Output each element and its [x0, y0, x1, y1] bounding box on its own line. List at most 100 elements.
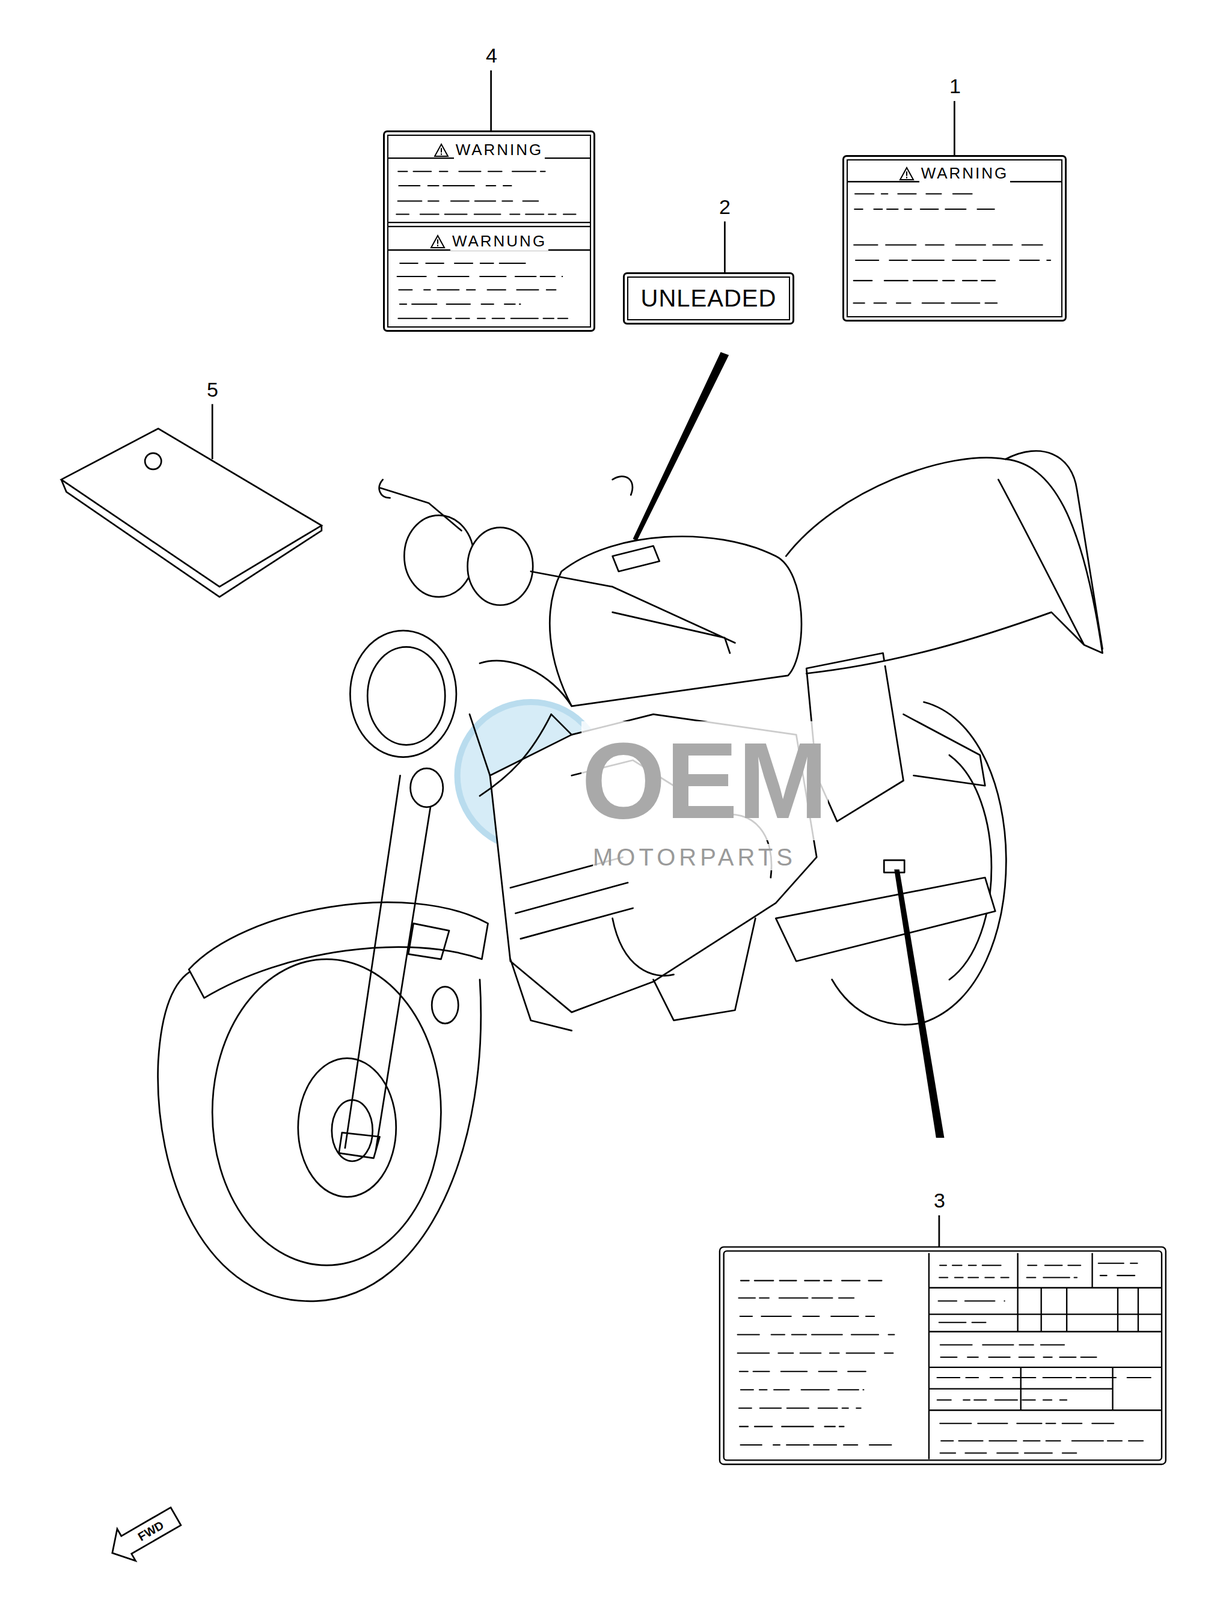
text-scribble [989, 1440, 1017, 1442]
text-scribble [982, 1345, 1014, 1347]
text-scribble [739, 1426, 748, 1428]
text-scribble [1062, 1423, 1083, 1425]
text-scribble [450, 200, 469, 202]
text-scribble [995, 1399, 1018, 1401]
text-scribble [1026, 1277, 1036, 1279]
envelope-hole [144, 453, 162, 470]
text-scribble [1076, 1377, 1086, 1379]
text-scribble [884, 280, 908, 282]
text-scribble [779, 1297, 809, 1299]
text-row: WARNING [844, 164, 1065, 183]
text-scribble [977, 208, 994, 210]
text-scribble [398, 185, 420, 187]
text-scribble [740, 1389, 754, 1391]
text-scribble [853, 302, 865, 304]
text-scribble [519, 303, 521, 305]
text-scribble [912, 259, 945, 261]
text-scribble [444, 213, 468, 215]
warning-label: WARNINGWARNUNG [383, 130, 596, 332]
text-scribble [1027, 1265, 1037, 1267]
label-divider [386, 226, 593, 228]
text-scribble [431, 318, 451, 320]
label-table [928, 1253, 1162, 1460]
text-scribble [738, 1408, 752, 1410]
text-scribble [951, 302, 980, 304]
tail [1005, 450, 1103, 649]
text-scribble [984, 1277, 994, 1279]
text-scribble [740, 1444, 762, 1447]
text-scribble [959, 1440, 984, 1442]
text-scribble [937, 1399, 952, 1401]
text-scribble [420, 213, 439, 215]
forward-arrow [112, 1507, 181, 1562]
text-scribble [399, 303, 407, 305]
envelope-edge [61, 479, 322, 598]
text-scribble [838, 1389, 859, 1391]
text-scribble [523, 200, 539, 202]
text-scribble [480, 262, 494, 264]
exhaust-headers [479, 714, 572, 1031]
text-scribble [972, 1322, 987, 1324]
text-scribble [779, 1280, 797, 1282]
text-scribble [411, 303, 437, 305]
text-scribble [847, 1371, 866, 1373]
text-scribble [988, 1357, 1010, 1359]
callout-number: 3 [933, 1189, 946, 1213]
text-scribble [855, 193, 874, 195]
text-scribble [786, 1444, 809, 1447]
text-scribble [398, 289, 412, 291]
text-scribble [437, 289, 459, 291]
front-fender [188, 902, 488, 999]
text-scribble [1130, 1263, 1138, 1265]
text-scribble [1067, 1265, 1081, 1267]
gauge [404, 515, 474, 598]
text-scribble [499, 262, 526, 264]
text-scribble [737, 1334, 760, 1337]
text-scribble [953, 193, 973, 195]
text-scribble [1003, 1301, 1005, 1303]
text-scribble [1016, 1423, 1042, 1425]
text-scribble [839, 1426, 845, 1428]
text-scribble [1019, 1345, 1033, 1347]
text-scribble [439, 170, 448, 172]
text-scribble [896, 302, 911, 304]
text-scribble [540, 170, 546, 172]
text-scribble [984, 302, 997, 304]
text-scribble [962, 280, 978, 282]
text-scribble [1043, 1399, 1052, 1401]
warning-heading: WARNING [453, 140, 546, 160]
headlight-lens [367, 646, 445, 745]
text-scribble [1019, 259, 1040, 261]
text-scribble [874, 302, 887, 304]
text-scribble [739, 1371, 748, 1373]
handlebar [379, 479, 736, 654]
text-scribble [740, 1316, 753, 1318]
text-scribble [454, 262, 473, 264]
text-scribble [830, 1316, 859, 1318]
front-disc [298, 1058, 397, 1198]
fork-clamp [408, 923, 450, 960]
text-scribble [1045, 1265, 1063, 1267]
text-scribble [563, 213, 577, 215]
text-scribble [516, 289, 539, 291]
text-scribble [992, 244, 1012, 246]
text-scribble [818, 1371, 837, 1373]
mirror [612, 476, 633, 496]
text-scribble [873, 208, 883, 210]
text-scribble [1072, 1440, 1104, 1442]
text-scribble [1127, 1377, 1151, 1379]
frame-tube [469, 660, 572, 776]
front-rim [212, 959, 441, 1266]
text-scribble [940, 1453, 956, 1455]
text-scribble [925, 244, 944, 246]
headlight [349, 630, 457, 758]
direction-label: FWD [135, 1518, 166, 1545]
callout-number: 5 [206, 378, 219, 402]
text-scribble [479, 275, 506, 278]
text-scribble [425, 262, 444, 264]
text-scribble [446, 303, 471, 305]
text-scribble [487, 289, 506, 291]
text-scribble [954, 1277, 964, 1279]
text-scribble [942, 280, 955, 282]
text-scribble [1022, 1399, 1035, 1401]
